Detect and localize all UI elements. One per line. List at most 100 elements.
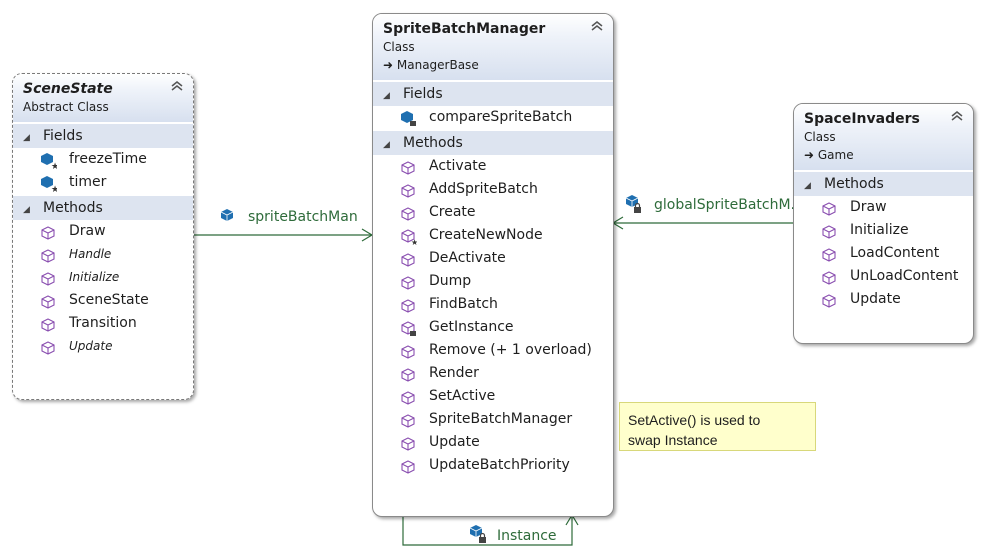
method-cube-icon xyxy=(41,317,55,332)
member-method[interactable]: UnLoadContent xyxy=(794,265,973,288)
collapse-chevron-icon[interactable] xyxy=(950,109,964,123)
field-cube-icon xyxy=(469,525,483,537)
expand-triangle-icon: ◢ xyxy=(23,133,30,143)
member-field[interactable]: ★freezeTime xyxy=(13,148,193,172)
member-method[interactable]: Draw xyxy=(794,196,973,219)
member-method[interactable]: ★CreateNewNode xyxy=(373,224,613,247)
svg-text:★: ★ xyxy=(51,162,57,169)
member-method[interactable]: LoadContent xyxy=(794,242,973,265)
class-stereotype: Abstract Class xyxy=(23,100,109,114)
expand-triangle-icon: ◢ xyxy=(804,181,811,191)
private-lock-icon xyxy=(634,202,641,213)
member-field[interactable]: ★timer xyxy=(13,171,193,195)
method-cube-icon xyxy=(822,293,836,308)
method-cube-icon xyxy=(401,436,415,451)
field-cube-icon xyxy=(220,209,234,221)
member-method[interactable]: Render xyxy=(373,362,613,385)
member-method[interactable]: Initialize xyxy=(13,266,193,289)
member-method[interactable]: Update xyxy=(13,335,193,358)
private-method-icon xyxy=(401,321,416,336)
member-method[interactable]: Draw xyxy=(13,220,193,243)
class-box-spaceinvaders[interactable]: SpaceInvaders Class ➜ Game ◢Methods Draw… xyxy=(793,103,974,344)
member-method[interactable]: SpriteBatchManager xyxy=(373,408,613,431)
base-class: ➜ Game xyxy=(804,148,854,162)
method-cube-icon xyxy=(401,275,415,290)
member-method[interactable]: DeActivate xyxy=(373,247,613,270)
section-methods[interactable]: ◢Methods xyxy=(373,131,613,155)
method-cube-icon xyxy=(401,206,415,221)
class-name: SpaceInvaders xyxy=(804,111,920,127)
inheritance-arrow-icon: ➜ xyxy=(804,148,818,162)
note-line: SetActive() is used to xyxy=(628,412,761,428)
association-label-instance: Instance xyxy=(497,528,557,544)
method-cube-icon xyxy=(401,390,415,405)
static-field-icon: ★ xyxy=(41,176,59,195)
method-cube-icon xyxy=(822,270,836,285)
member-method[interactable]: AddSpriteBatch xyxy=(373,178,613,201)
collapse-chevron-icon[interactable] xyxy=(170,79,184,93)
note-line: swap Instance xyxy=(628,432,718,448)
class-box-scenestate[interactable]: SceneState Abstract Class ◢Fields ★freez… xyxy=(12,73,194,400)
class-stereotype: Class xyxy=(804,130,836,144)
private-field-icon xyxy=(401,111,416,126)
class-name: SceneState xyxy=(23,81,113,97)
member-method[interactable]: Initialize xyxy=(794,219,973,242)
method-cube-icon xyxy=(41,340,55,355)
method-cube-icon xyxy=(401,413,415,428)
expand-triangle-icon: ◢ xyxy=(383,140,390,150)
method-cube-icon xyxy=(401,183,415,198)
method-cube-icon xyxy=(401,344,415,359)
member-method[interactable]: Handle xyxy=(13,243,193,266)
member-method[interactable]: SetActive xyxy=(373,385,613,408)
member-method[interactable]: Update xyxy=(373,431,613,454)
svg-text:★: ★ xyxy=(51,185,57,192)
section-fields[interactable]: ◢Fields xyxy=(373,82,613,106)
method-cube-icon xyxy=(401,298,415,313)
comment-note[interactable]: SetActive() is used to swap Instance xyxy=(619,402,816,451)
method-cube-icon xyxy=(41,248,55,263)
method-cube-icon xyxy=(822,224,836,239)
section-fields[interactable]: ◢Fields xyxy=(13,124,193,148)
method-cube-icon xyxy=(822,201,836,216)
class-name: SpriteBatchManager xyxy=(383,21,546,37)
class-stereotype: Class xyxy=(383,40,415,54)
association-label-globalspritebatchm: globalSpriteBatchM... xyxy=(654,197,804,213)
member-method[interactable]: UpdateBatchPriority xyxy=(373,454,613,477)
expand-triangle-icon: ◢ xyxy=(383,91,390,101)
member-method[interactable]: Transition xyxy=(13,312,193,335)
member-method[interactable]: Update xyxy=(794,288,973,311)
inheritance-arrow-icon: ➜ xyxy=(383,58,397,72)
static-method-icon: ★ xyxy=(401,229,418,247)
class-header: SceneState Abstract Class xyxy=(13,74,193,122)
member-field[interactable]: compareSpriteBatch xyxy=(373,106,613,129)
svg-text:★: ★ xyxy=(411,238,417,245)
member-method[interactable]: Create xyxy=(373,201,613,224)
field-cube-icon xyxy=(625,195,639,207)
method-cube-icon xyxy=(401,160,415,175)
method-cube-icon xyxy=(41,271,55,286)
static-field-icon: ★ xyxy=(41,153,59,172)
class-box-spritebatchmanager[interactable]: SpriteBatchManager Class ➜ ManagerBase ◢… xyxy=(372,13,614,517)
member-method[interactable]: SceneState xyxy=(13,289,193,312)
class-header: SpriteBatchManager Class ➜ ManagerBase xyxy=(373,14,613,80)
method-cube-icon xyxy=(41,225,55,240)
private-lock-icon xyxy=(479,532,486,543)
member-method[interactable]: GetInstance xyxy=(373,316,613,339)
method-cube-icon xyxy=(401,459,415,474)
class-header: SpaceInvaders Class ➜ Game xyxy=(794,104,973,170)
member-method[interactable]: Dump xyxy=(373,270,613,293)
base-class: ➜ ManagerBase xyxy=(383,58,479,72)
method-cube-icon xyxy=(401,367,415,382)
member-method[interactable]: FindBatch xyxy=(373,293,613,316)
method-cube-icon xyxy=(401,252,415,267)
section-methods[interactable]: ◢Methods xyxy=(794,172,973,196)
collapse-chevron-icon[interactable] xyxy=(590,19,604,33)
expand-triangle-icon: ◢ xyxy=(23,205,30,215)
member-method[interactable]: Remove (+ 1 overload) xyxy=(373,339,613,362)
method-cube-icon xyxy=(822,247,836,262)
member-method[interactable]: Activate xyxy=(373,155,613,178)
method-cube-icon xyxy=(41,294,55,309)
association-label-spritebatchman: spriteBatchMan xyxy=(248,209,358,225)
section-methods[interactable]: ◢Methods xyxy=(13,196,193,220)
